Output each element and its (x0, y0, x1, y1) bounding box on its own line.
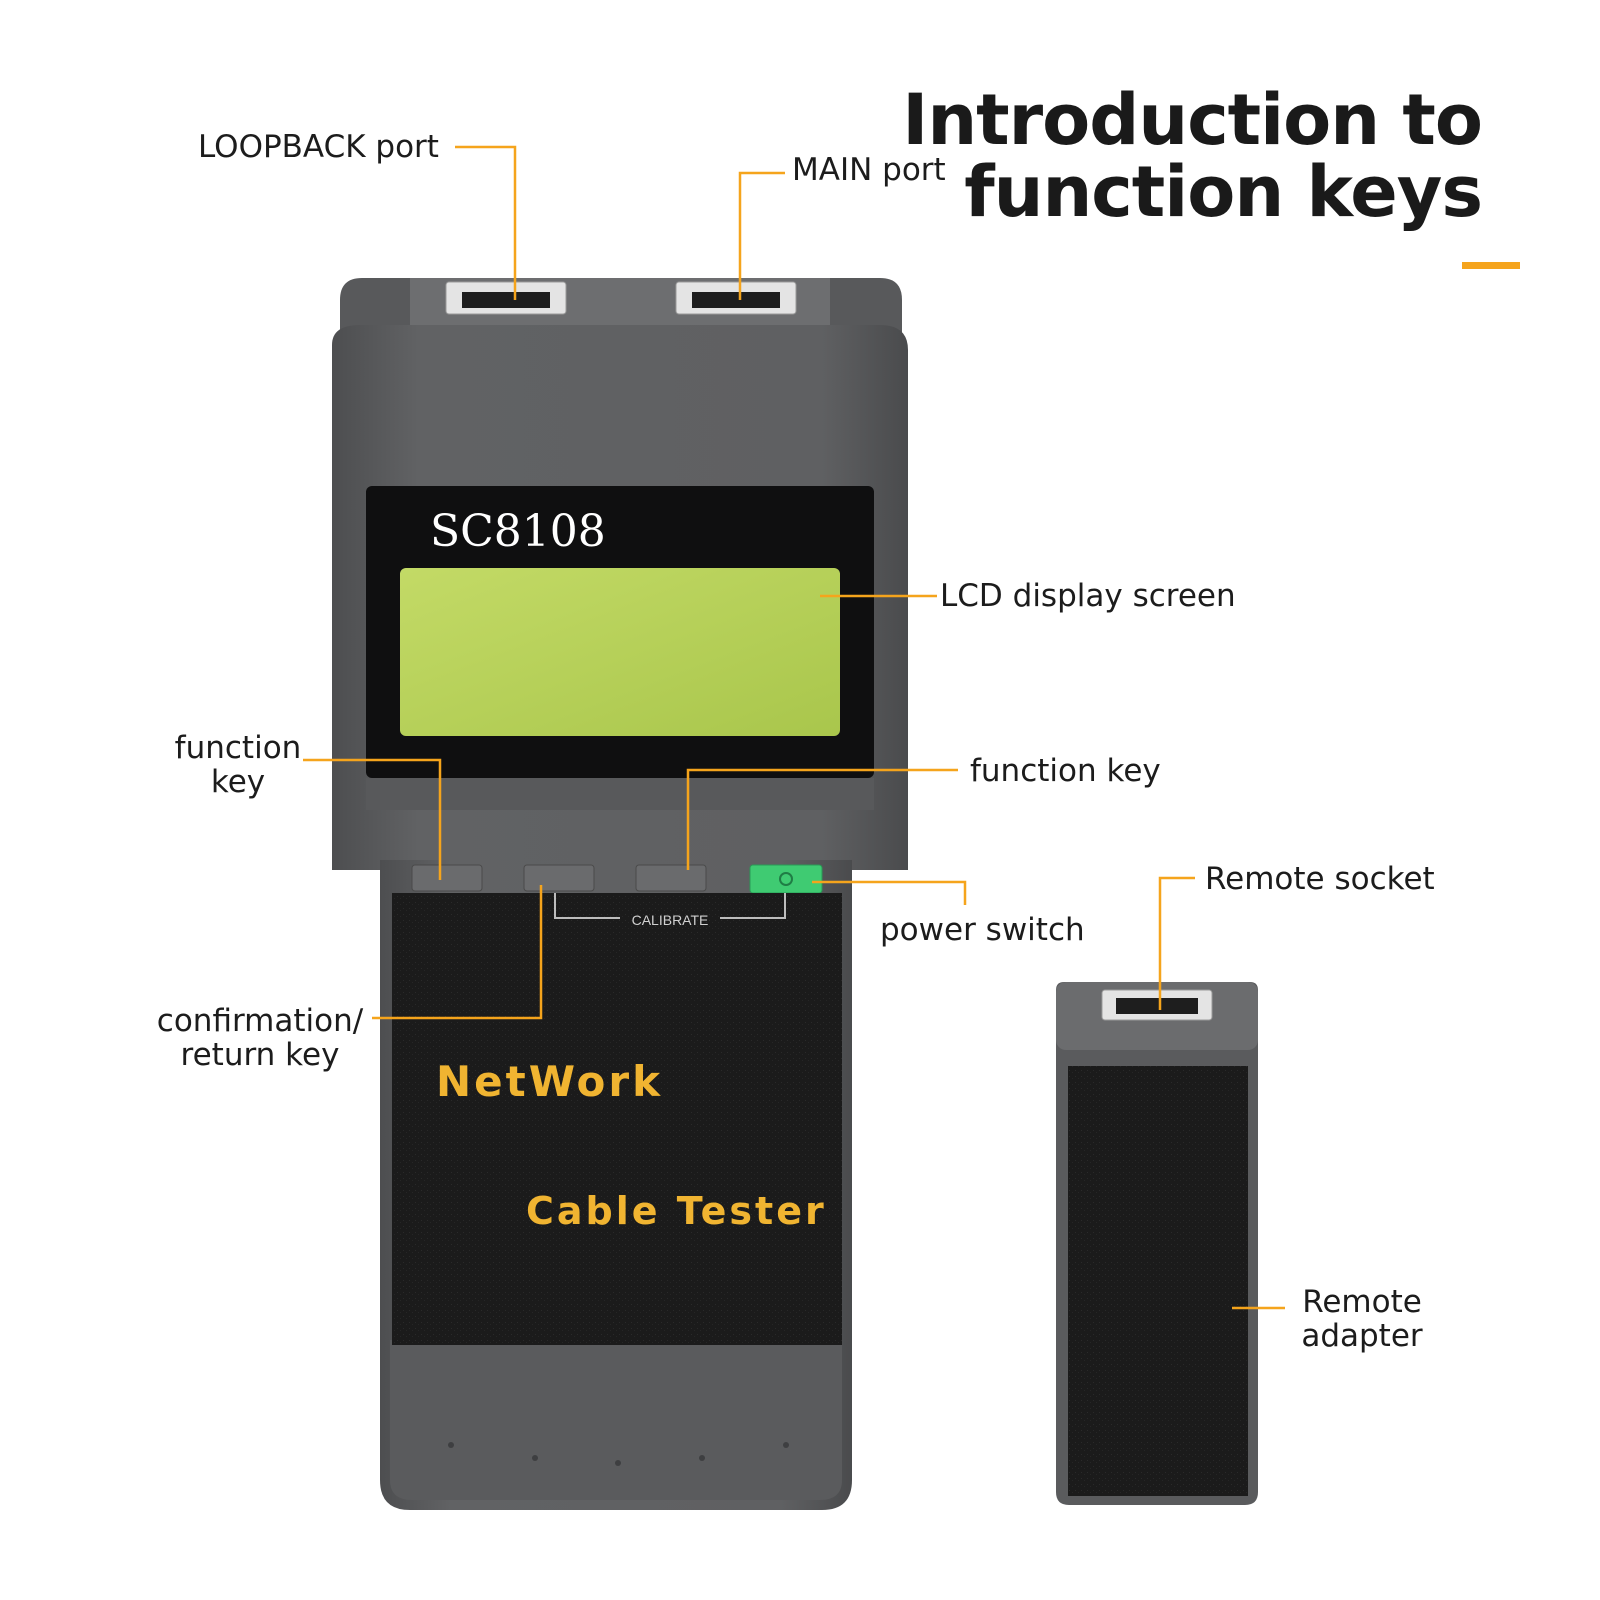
lcd-display-label: LCD display screen (940, 578, 1236, 614)
confirmation-key-label: confirmation/ return key (150, 1004, 370, 1072)
cable-tester-device: SC8108 CALIBRATE NetWork Cable Tester (332, 278, 908, 1510)
loopback-port-label: LOOPBACK port (198, 129, 439, 165)
remote-felt-panel (1068, 1066, 1248, 1496)
confirmation-line1: confirmation/ (156, 1003, 364, 1039)
function-key-right-label: function key (970, 753, 1161, 789)
lcd-display (400, 568, 840, 736)
brand-line-2: Cable Tester (526, 1189, 827, 1233)
calibrate-label: CALIBRATE (632, 912, 709, 928)
confirm-return-key[interactable] (523, 864, 595, 892)
loopback-port (445, 281, 567, 315)
power-leader (812, 880, 967, 905)
remote-adapter-device (1056, 982, 1258, 1505)
brand-line-1: NetWork (436, 1057, 663, 1106)
power-icon (779, 872, 793, 886)
screen-ledge (366, 778, 874, 810)
title-underline (1462, 262, 1520, 269)
model-label: SC8108 (430, 506, 606, 557)
function-key-left-line2: key (210, 764, 266, 800)
function-key-left[interactable] (411, 864, 483, 892)
confirm-leader (372, 885, 543, 1020)
function-left-leader (303, 758, 442, 880)
calibrate-bracket (554, 893, 786, 919)
remote-socket-leader (1158, 876, 1195, 1010)
function-key-left-label: function key (158, 731, 318, 799)
function-key-right[interactable] (635, 864, 707, 892)
function-right-leader (686, 768, 958, 870)
confirmation-line2: return key (180, 1037, 340, 1073)
power-switch-button[interactable] (749, 864, 823, 894)
loopback-leader (455, 145, 517, 300)
tester-bottom-step (390, 1340, 842, 1500)
main-leader (738, 171, 785, 300)
page-title: Introduction to function keys (902, 79, 1483, 233)
main-port-label: MAIN port (792, 152, 946, 188)
felt-panel (392, 893, 842, 1345)
function-key-left-line1: function (174, 730, 302, 766)
title-line-2: function keys (964, 151, 1483, 233)
remote-adapter-label: Remote adapter (1292, 1285, 1432, 1353)
remote-adapter-line1: Remote (1302, 1284, 1422, 1320)
remote-socket-label: Remote socket (1205, 861, 1435, 897)
title-line-1: Introduction to (902, 79, 1483, 161)
power-switch-label: power switch (880, 912, 1085, 948)
main-port (675, 281, 797, 315)
remote-adapter-line2: adapter (1301, 1318, 1423, 1354)
remote-socket (1101, 989, 1213, 1021)
callout-lines (303, 145, 1285, 1310)
